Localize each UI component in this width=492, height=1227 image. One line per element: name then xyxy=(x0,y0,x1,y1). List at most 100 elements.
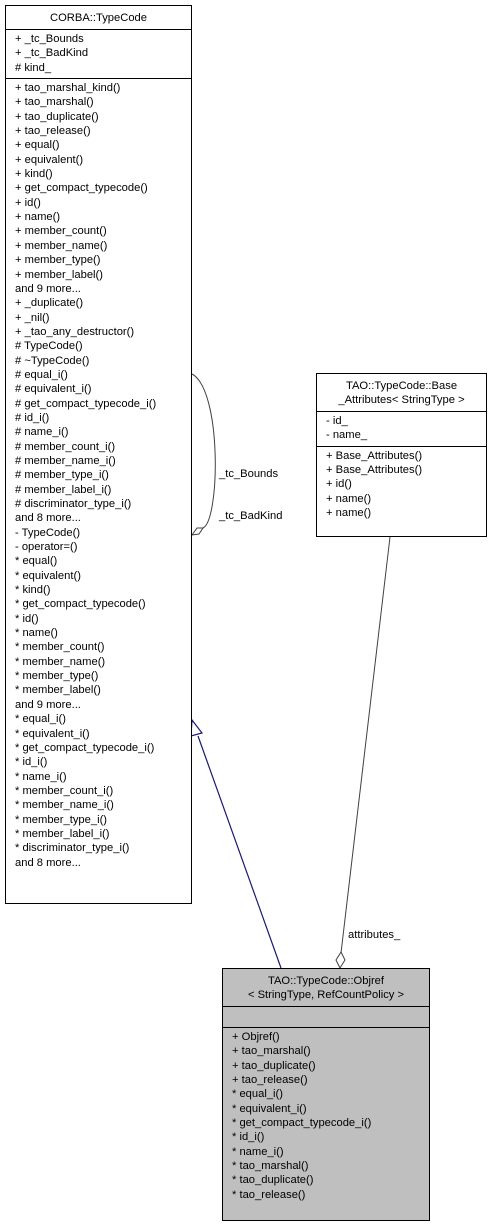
inheritance-edge xyxy=(197,735,282,969)
class-method: and 8 more... xyxy=(15,512,81,525)
class-method: # member_name_i() xyxy=(15,454,116,467)
class-method: * discriminator_type_i() xyxy=(15,842,130,855)
class-method: * member_count_i() xyxy=(15,784,114,797)
class-method: * equivalent_i() xyxy=(15,727,90,740)
class-method: * member_type_i() xyxy=(15,813,108,826)
typecode-attributes: + _tc_Bounds + _tc_BadKind# kind_ xyxy=(6,29,191,78)
class-method: * equal() xyxy=(15,555,58,568)
class-method: + member_type() xyxy=(15,254,101,267)
class-method: - TypeCode() xyxy=(15,526,81,539)
class-method: * member_name_i() xyxy=(15,799,114,812)
class-method: + name() xyxy=(15,211,61,224)
class-method: + member_label() xyxy=(15,268,103,281)
class-method: and 9 more... xyxy=(15,282,81,295)
class-method: # member_count_i() xyxy=(15,440,116,453)
class-attribute: - id_ xyxy=(326,415,348,427)
class-method: * equal_i() xyxy=(15,713,66,726)
typecode-methods: + tao_marshal_kind()+ tao_marshal()+ tao… xyxy=(6,78,191,873)
class-method: + name() xyxy=(326,507,372,520)
base-attributes-attributes: - id_ - name_ xyxy=(317,411,486,446)
base-attributes-class-box[interactable]: TAO::TypeCode::Base _Attributes< StringT… xyxy=(316,373,487,537)
aggregation-edge xyxy=(340,536,391,954)
class-method: * equivalent() xyxy=(15,569,81,582)
objref-class-box[interactable]: TAO::TypeCode::Objref < StringType, RefC… xyxy=(222,968,430,1221)
typecode-class-box[interactable]: CORBA::TypeCode + _tc_Bounds+ _tc_BadKin… xyxy=(5,5,192,904)
objref-title-line1: TAO::TypeCode::Objref xyxy=(267,975,385,987)
class-method: + tao_duplicate() xyxy=(232,1059,316,1072)
class-method: + equivalent() xyxy=(15,153,84,166)
class-method: + id() xyxy=(15,196,41,209)
class-method: * kind() xyxy=(15,584,51,597)
class-method: * member_label_i() xyxy=(15,827,110,840)
class-method: + Objref() xyxy=(232,1031,280,1043)
attributes-edge-label: attributes_ xyxy=(348,929,401,941)
class-method: - operator=() xyxy=(15,541,78,554)
class-method: * member_label() xyxy=(15,684,101,697)
self-association-diamond xyxy=(190,527,204,536)
class-method: + Base_Attributes() xyxy=(326,449,423,462)
class-method: # equivalent_i() xyxy=(15,383,92,396)
class-method: + member_count() xyxy=(15,225,107,238)
base-attributes-title-line2: _Attributes< StringType > xyxy=(338,394,465,406)
class-method: # ~TypeCode() xyxy=(15,354,90,367)
self-edge-label-line1: _tc_Bounds xyxy=(219,468,279,480)
class-method: # member_label_i() xyxy=(15,483,112,496)
class-attribute: + _tc_BadKind xyxy=(15,47,89,60)
class-method: and 9 more... xyxy=(15,698,81,711)
class-method: + _nil() xyxy=(15,311,50,324)
class-method: * get_compact_typecode_i() xyxy=(15,741,155,754)
class-method: # get_compact_typecode_i() xyxy=(15,397,157,410)
class-method: # TypeCode() xyxy=(15,340,83,353)
class-method: + member_name() xyxy=(15,239,108,252)
base-attributes-title-line1: TAO::TypeCode::Base xyxy=(345,380,458,392)
class-method: + Base_Attributes() xyxy=(326,464,423,477)
base-attributes-class-title: TAO::TypeCode::Base _Attributes< StringT… xyxy=(317,374,486,411)
class-method: + tao_marshal_kind() xyxy=(15,82,121,95)
inheritance-arrowhead xyxy=(190,718,204,737)
class-method: * id_i() xyxy=(232,1131,265,1144)
aggregation-diamond xyxy=(335,950,346,970)
class-attribute: - name_ xyxy=(326,429,368,442)
class-method: + tao_marshal() xyxy=(15,96,94,109)
base-attributes-methods: + Base_Attributes()+ Base_Attributes()+ … xyxy=(317,445,486,524)
class-method: # id_i() xyxy=(15,411,50,424)
class-method: + _tao_any_destructor() xyxy=(15,325,135,338)
class-method: # discriminator_type_i() xyxy=(15,498,132,510)
class-attribute: # kind_ xyxy=(15,61,52,74)
class-method: # equal_i() xyxy=(15,368,68,381)
class-method: + get_compact_typecode() xyxy=(15,182,148,195)
class-method: * member_type() xyxy=(15,670,99,683)
class-method: # member_type_i() xyxy=(15,469,109,482)
class-method: * id_i() xyxy=(15,756,48,769)
objref-title-line2: < StringType, RefCountPolicy > xyxy=(247,989,405,1001)
class-method: * get_compact_typecode() xyxy=(15,598,146,611)
class-method: * name_i() xyxy=(15,770,67,783)
self-edge-label-line2: _tc_BadKind xyxy=(219,510,283,522)
class-method: * member_count() xyxy=(15,641,105,654)
class-method: * name() xyxy=(15,627,58,640)
class-method: + equal() xyxy=(15,139,60,152)
class-method: * tao_duplicate() xyxy=(232,1174,314,1187)
typecode-class-title: CORBA::TypeCode xyxy=(50,12,147,24)
class-method: * tao_release() xyxy=(232,1188,306,1201)
class-method: * member_name() xyxy=(15,655,106,668)
class-method: + tao_marshal() xyxy=(232,1045,311,1058)
class-method: + tao_release() xyxy=(15,125,91,138)
class-method: + id() xyxy=(326,478,352,491)
self-association-edge xyxy=(191,373,216,529)
class-method: * name_i() xyxy=(232,1145,284,1158)
class-attribute: + _tc_Bounds xyxy=(15,33,84,45)
self-edge-label: _tc_Bounds _tc_BadKind xyxy=(219,439,282,537)
class-method: # name_i() xyxy=(15,426,69,439)
class-method: * id() xyxy=(15,612,39,625)
class-method: + tao_duplicate() xyxy=(15,110,99,123)
class-method: + tao_release() xyxy=(232,1074,308,1087)
class-method: * equivalent_i() xyxy=(232,1102,307,1115)
class-method: * tao_marshal() xyxy=(232,1160,309,1173)
class-method: + name() xyxy=(326,492,372,505)
class-method: and 8 more... xyxy=(15,856,81,869)
objref-class-title: TAO::TypeCode::Objref < StringType, RefC… xyxy=(223,969,429,1006)
class-method: + kind() xyxy=(15,168,53,181)
class-method: + _duplicate() xyxy=(15,297,84,310)
objref-methods: + Objref() + tao_marshal()+ tao_duplicate… xyxy=(223,1027,429,1205)
